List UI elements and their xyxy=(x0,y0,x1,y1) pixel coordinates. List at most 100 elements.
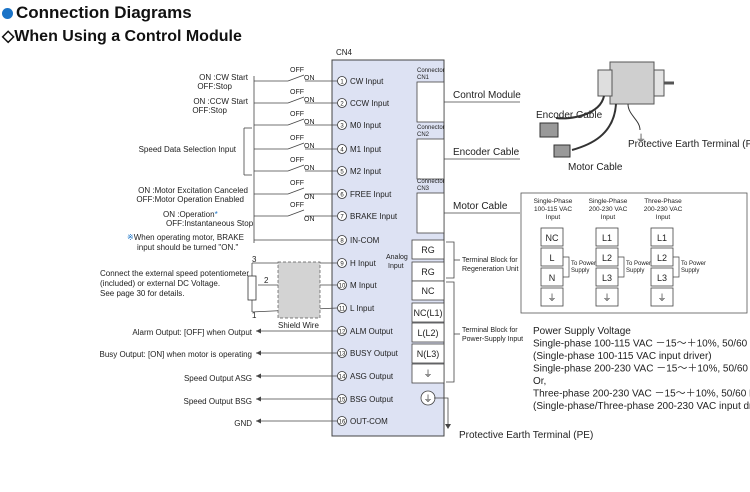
to-power-label: Supply xyxy=(626,268,644,274)
terminal-box xyxy=(411,322,445,343)
pin-3-circle xyxy=(337,120,347,130)
phase-terminal-label: L2 xyxy=(657,253,667,263)
analog-label-1: Analog xyxy=(386,254,408,261)
phase-terminal-label: ⏚ xyxy=(602,293,611,303)
supply-label-2: Power-Supply Input xyxy=(462,336,523,343)
phase-title: Input xyxy=(546,214,561,221)
connector-label: Connector xyxy=(417,179,445,185)
pin-14-circle xyxy=(337,371,347,381)
connector-slot xyxy=(416,81,445,123)
pin-10-label: M Input xyxy=(350,281,377,290)
free-on-label: ON :Motor Excitation Canceled xyxy=(138,186,248,195)
to-power-label: Supply xyxy=(571,268,589,274)
pin-12-number: 12 xyxy=(339,330,346,336)
phase-title: Input xyxy=(656,214,671,221)
pin-13-label: BUSY Output xyxy=(350,349,399,358)
phase-terminal xyxy=(650,287,674,307)
pin-8-circle xyxy=(337,235,347,245)
encoder-cable-label: Encoder Cable xyxy=(536,110,603,121)
regen-bracket xyxy=(446,241,455,279)
pin-4-number: 4 xyxy=(340,148,344,154)
connector-label: Connector xyxy=(417,125,445,131)
section-subtitle: ◇When Using a Control Module xyxy=(2,28,242,45)
pin-10-number: 10 xyxy=(339,284,346,290)
connector-name: Motor Cable xyxy=(453,201,508,212)
switch xyxy=(287,164,305,172)
switch xyxy=(287,118,305,126)
pin-13-number: 13 xyxy=(339,352,346,358)
switch-off-label: OFF xyxy=(290,202,304,209)
page-title: Connection Diagrams xyxy=(2,3,192,23)
connector-id: CN2 xyxy=(417,132,430,138)
phase-terminal-label: ⏚ xyxy=(547,293,556,303)
phase-title: Input xyxy=(601,214,616,221)
switch-off-label: OFF xyxy=(290,67,304,74)
ccw-on-label: ON :CCW Start xyxy=(193,97,248,106)
analog-label-2: Input xyxy=(388,263,404,270)
terminal-box xyxy=(411,302,445,323)
switch-on-label: ON xyxy=(304,97,315,104)
pin-6-label: FREE Input xyxy=(350,190,392,199)
pin-9-label: H Input xyxy=(350,259,377,268)
gnd-label: GND xyxy=(234,419,252,428)
switch xyxy=(287,187,305,195)
pin-6-number: 6 xyxy=(340,193,344,199)
to-power-label: Supply xyxy=(681,268,699,274)
to-power-label: To Power xyxy=(571,261,596,267)
shield-wire-label: Shield Wire xyxy=(278,321,319,330)
title-text: Connection Diagrams xyxy=(16,3,192,22)
connector-slot xyxy=(416,138,445,180)
pin-5-circle xyxy=(337,166,347,176)
connector-slot xyxy=(416,192,445,234)
switch-on-label: ON xyxy=(304,216,315,223)
pot-pin-2: 2 xyxy=(264,276,269,285)
phase-title: Single-Phase xyxy=(589,198,628,205)
terminal-label: N(L3) xyxy=(417,349,440,359)
connector-name: Control Module xyxy=(453,90,521,101)
ccw-off-label: OFF:Stop xyxy=(192,106,227,115)
cw-on-label: ON :CW Start xyxy=(199,73,249,82)
switch xyxy=(287,74,305,82)
pin-16-number: 16 xyxy=(339,420,346,426)
pin-11-circle xyxy=(337,303,347,313)
switch xyxy=(287,142,305,150)
terminal-box xyxy=(411,363,445,384)
psv-line: Single-phase 200-230 VAC －15～＋10%, 50/60… xyxy=(533,364,750,375)
bsg-output-label: Speed Output BSG xyxy=(184,397,253,406)
switch xyxy=(287,209,305,217)
terminal-label: NC(L1) xyxy=(413,308,442,318)
pin-8-number: 8 xyxy=(340,239,344,245)
pot-pin-1: 1 xyxy=(252,311,257,320)
phase-terminal-label: L xyxy=(549,253,554,263)
switch-off-label: OFF xyxy=(290,89,304,96)
pot-note-3: See page 30 for details. xyxy=(100,289,185,298)
pin-7-circle xyxy=(337,211,347,221)
note-line-1: ※When operating motor, BRAKE xyxy=(127,233,244,242)
pin-2-number: 2 xyxy=(340,102,344,108)
pin-11-number: 11 xyxy=(339,307,346,313)
phase-terminal xyxy=(595,227,619,247)
switch-on-label: ON xyxy=(304,119,315,126)
supply-link xyxy=(563,256,570,278)
pin-8-label: IN-COM xyxy=(350,236,380,245)
pin-12-label: ALM Output xyxy=(350,327,393,336)
pe-terminal-label: Protective Earth Terminal (PE) xyxy=(459,430,593,441)
pin-3-number: 3 xyxy=(340,124,344,130)
regen-label-2: Regeneration Unit xyxy=(462,266,518,273)
pot-note-1: Connect the external speed potentiometer xyxy=(100,269,249,278)
motor-illustration: ⏚ xyxy=(539,61,674,158)
pin-1-number: 1 xyxy=(340,80,344,86)
supply-link xyxy=(673,256,680,278)
switch-off-label: OFF xyxy=(290,111,304,118)
supply-link xyxy=(618,256,625,278)
phase-title: Single-Phase xyxy=(534,198,573,205)
switch-on-label: ON xyxy=(304,143,315,150)
psv-line: Power Supply Voltage xyxy=(533,326,631,337)
brake-off-label: OFF:Instantaneous Stop xyxy=(166,219,254,228)
pin-15-label: BSG Output xyxy=(350,395,394,404)
supply-bracket xyxy=(446,281,455,383)
